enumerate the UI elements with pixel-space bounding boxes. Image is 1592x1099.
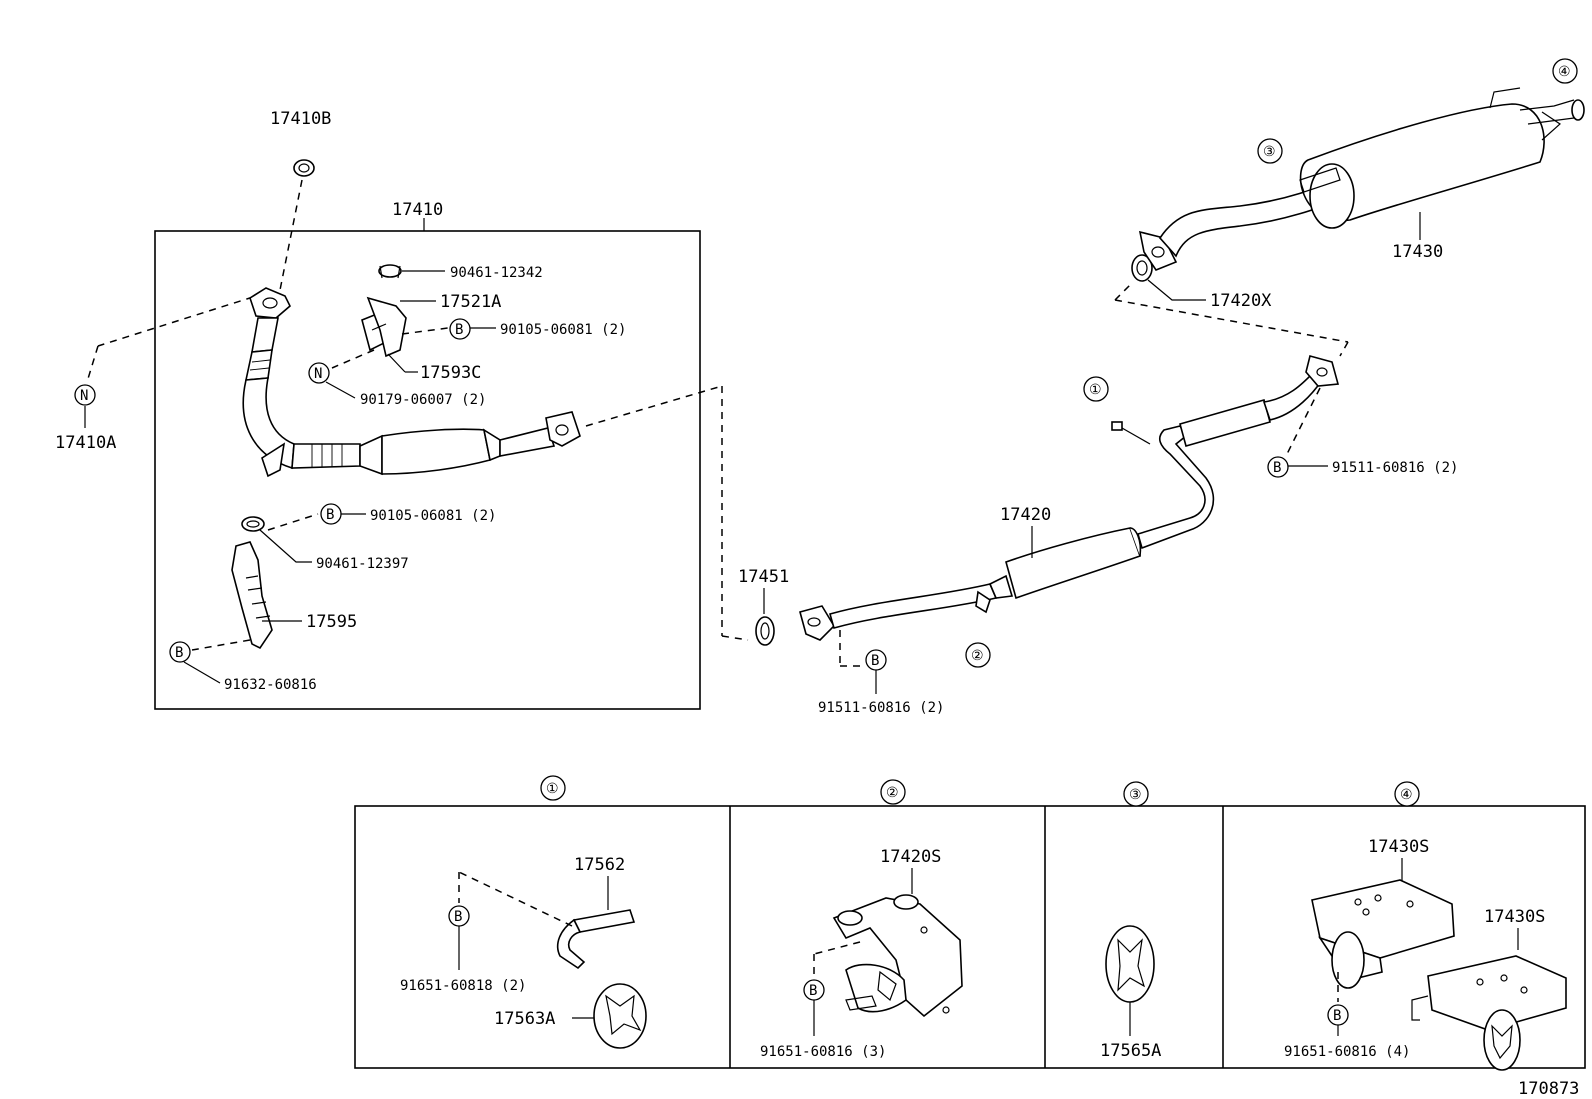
svg-text:B: B [1273, 460, 1281, 476]
part-label-17410A: 17410A [55, 433, 116, 453]
clamp-90461-12397 [241, 516, 265, 532]
tail-pipe-muffler-17430 [1138, 87, 1585, 271]
part-label-17430S-upper: 17430S [1368, 837, 1429, 857]
section-marker-2 [965, 642, 991, 668]
part-label-91632-60816: 91632-60816 [224, 677, 317, 693]
center-pipe-17420 [799, 355, 1340, 641]
svg-text:B: B [871, 653, 879, 669]
svg-text:①: ① [1089, 382, 1102, 398]
part-label-17410B: 17410B [270, 109, 331, 129]
section-marker-1 [1083, 376, 1109, 402]
part-label-17521A: 17521A [440, 292, 501, 312]
part-label-91511-60816-upper: 91511-60816 (2) [1332, 460, 1458, 476]
hanger-bracket-17420S [832, 894, 963, 1018]
part-label-17593C: 17593C [420, 363, 481, 383]
svg-text:④: ④ [1400, 787, 1413, 803]
part-label-90461-12397: 90461-12397 [316, 556, 409, 572]
part-label-17430: 17430 [1392, 242, 1443, 262]
svg-text:B: B [175, 645, 183, 661]
part-label-17430S-lower: 17430S [1484, 907, 1545, 927]
heat-insulator-17595 [231, 541, 273, 650]
svg-text:B: B [1333, 1008, 1341, 1024]
part-label-91511-60816-lower: 91511-60816 (2) [818, 700, 944, 716]
hanger-rubber-17563A [593, 983, 647, 1049]
part-label-17562: 17562 [574, 855, 625, 875]
svg-text:④: ④ [1558, 64, 1571, 80]
gasket-17410B [293, 159, 315, 177]
detail-header-1 [540, 775, 566, 801]
part-label-17451: 17451 [738, 567, 789, 587]
svg-text:N: N [80, 388, 88, 404]
heat-insulator-17521A [361, 296, 407, 358]
hanger-detail-table [354, 805, 1586, 1069]
hanger-rubber-17565A [1105, 925, 1155, 1003]
front-pipe-17410 [242, 287, 581, 478]
callout-n-17410A [74, 384, 96, 406]
part-label-91651-60816-4: 91651-60816 (4) [1284, 1044, 1410, 1060]
part-label-17563A: 17563A [494, 1009, 555, 1029]
svg-text:③: ③ [1129, 787, 1142, 803]
part-label-90105-06081-upper: 90105-06081 (2) [500, 322, 626, 338]
hanger-bracket-17430S-lower [1411, 955, 1567, 1071]
callout-b-90105-06081-upper [449, 318, 471, 340]
part-label-90105-06081-lower: 90105-06081 (2) [370, 508, 496, 524]
hanger-bracket-17430S-upper [1311, 879, 1455, 989]
svg-text:B: B [809, 983, 817, 999]
svg-text:②: ② [886, 785, 899, 801]
detail-header-3 [1123, 781, 1149, 807]
svg-text:③: ③ [1263, 144, 1276, 160]
callout-n-90179-06007 [308, 362, 330, 384]
part-label-17410: 17410 [392, 200, 443, 220]
part-label-17420X: 17420X [1210, 291, 1272, 311]
svg-text:B: B [455, 322, 463, 338]
svg-text:B: B [326, 507, 334, 523]
part-label-91651-60818: 91651-60818 (2) [400, 978, 526, 994]
hanger-bracket-17562 [556, 909, 636, 970]
detail-header-4 [1394, 781, 1420, 807]
callout-b-91511-60816-upper [1267, 456, 1289, 478]
svg-text:B: B [454, 909, 462, 925]
part-label-91651-60816-3: 91651-60816 (3) [760, 1044, 886, 1060]
clamp-90461-12342 [378, 264, 402, 278]
part-label-17420S: 17420S [880, 847, 941, 867]
svg-text:①: ① [546, 781, 559, 797]
front-pipe-assembly-box [154, 230, 701, 710]
gasket-17451 [755, 616, 775, 646]
svg-text:②: ② [971, 648, 984, 664]
detail-header-2 [880, 779, 906, 805]
gasket-17420X [1131, 254, 1153, 282]
part-label-17420: 17420 [1000, 505, 1051, 525]
section-marker-4 [1552, 58, 1578, 84]
part-label-17565A: 17565A [1100, 1041, 1161, 1061]
part-label-90179-06007: 90179-06007 (2) [360, 392, 486, 408]
callout-b-91632-60816 [169, 641, 191, 663]
section-marker-3 [1257, 138, 1283, 164]
part-label-90461-12342: 90461-12342 [450, 265, 543, 281]
svg-text:N: N [314, 366, 322, 382]
figure-number: 170873 [1518, 1079, 1579, 1099]
part-label-17595: 17595 [306, 612, 357, 632]
